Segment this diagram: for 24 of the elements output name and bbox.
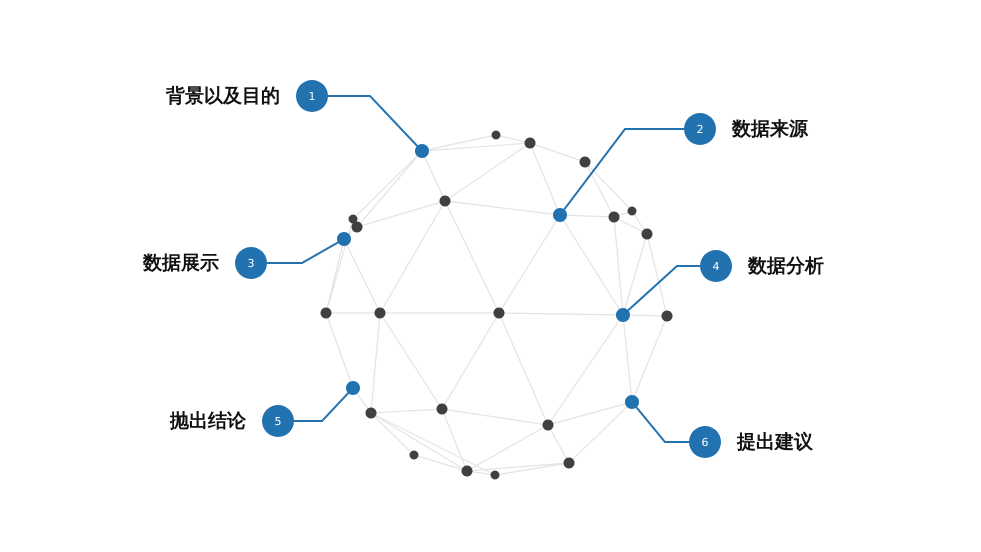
marker-dot xyxy=(415,144,429,158)
number-badge: 5 xyxy=(262,405,294,437)
leader-line xyxy=(636,406,689,443)
topic-label: 数据分析 xyxy=(748,254,824,278)
leader-line xyxy=(328,95,418,147)
marker-dot xyxy=(616,308,630,322)
number-badge: 2 xyxy=(684,113,716,145)
leader-line xyxy=(267,242,338,264)
number-badge: 3 xyxy=(235,247,267,279)
marker-dot xyxy=(346,381,360,395)
marker-dot xyxy=(553,208,567,222)
leader-line xyxy=(563,128,684,210)
topic-label: 提出建议 xyxy=(737,430,813,454)
marker-dot xyxy=(337,232,351,246)
topic-label: 背景以及目的 xyxy=(166,84,280,108)
topic-label: 抛出结论 xyxy=(170,409,246,433)
number-badge: 1 xyxy=(296,80,328,112)
marker-dot xyxy=(625,395,639,409)
number-badge: 4 xyxy=(700,250,732,282)
number-badge: 6 xyxy=(689,426,721,458)
leader-line xyxy=(294,392,349,422)
leader-line xyxy=(628,265,700,312)
topic-label: 数据展示 xyxy=(143,251,219,275)
topic-label: 数据来源 xyxy=(732,117,808,141)
